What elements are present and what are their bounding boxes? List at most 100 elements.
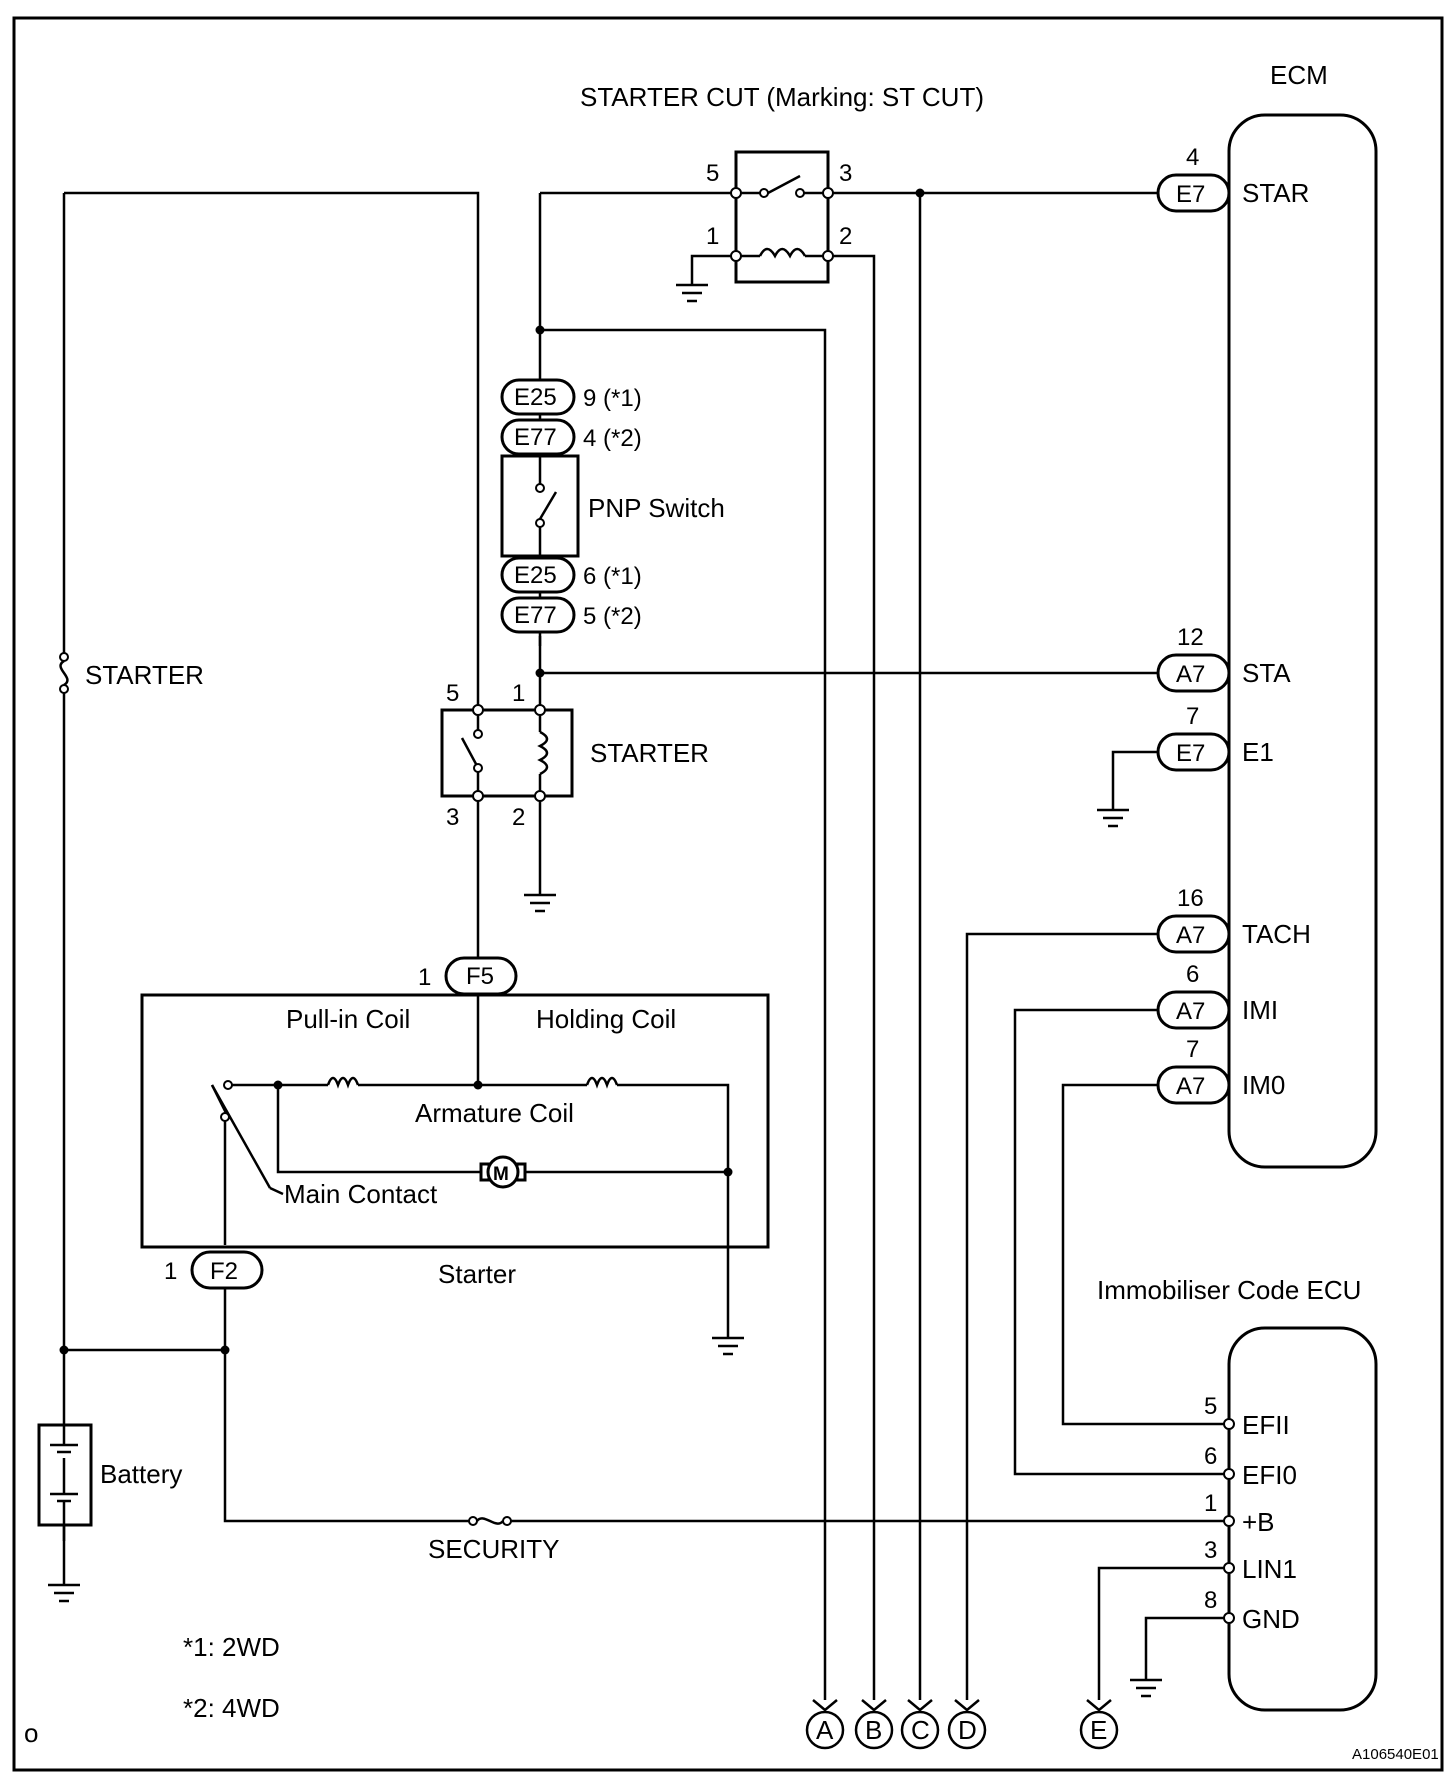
pnp-connector-e77-bottom: E77 5 (*2): [500, 596, 642, 634]
st-cut-pin1: 1: [706, 223, 719, 250]
svg-text:1: 1: [418, 964, 431, 991]
st-cut-pin2: 2: [839, 223, 852, 250]
starter-relay: 5 1 3 2 STARTER: [440, 680, 709, 831]
ecm-terminal-tach: A7 16 TACH: [1156, 885, 1311, 954]
offpage-e: E: [1079, 1699, 1119, 1750]
svg-text:IMI: IMI: [1242, 995, 1278, 1025]
st-cut-pin5: 5: [706, 160, 719, 187]
svg-text:E25: E25: [514, 384, 557, 411]
svg-text:A7: A7: [1176, 1073, 1205, 1100]
svg-text:7: 7: [1186, 1036, 1199, 1063]
svg-text:+B: +B: [1242, 1507, 1275, 1537]
svg-text:5 (*2): 5 (*2): [583, 603, 642, 630]
diagram-frame: [12, 16, 1444, 1772]
figure-id: A106540E01: [1352, 1746, 1439, 1763]
pnp-connector-e25-top: E25 9 (*1): [500, 378, 642, 416]
svg-text:4: 4: [1186, 144, 1199, 171]
svg-text:B: B: [865, 1715, 882, 1745]
svg-text:E77: E77: [514, 424, 557, 451]
offpage-b: B: [854, 1699, 894, 1750]
battery-label: Battery: [100, 1459, 182, 1489]
motor-symbol: M: [479, 1155, 527, 1189]
offpage-d: D: [947, 1699, 987, 1750]
svg-text:7: 7: [1186, 703, 1199, 730]
svg-text:16: 16: [1177, 885, 1204, 912]
svg-text:EFII: EFII: [1242, 1410, 1290, 1440]
svg-text:5: 5: [446, 680, 459, 707]
immobiliser-terminal-b: 1 +B: [1204, 1490, 1275, 1537]
starter-relay-label: STARTER: [590, 738, 709, 768]
ecm-label: ECM: [1270, 60, 1328, 90]
ecm-block: ECM E7 4 STAR A7 12 STA E7 7 E1 A7 16 TA…: [1156, 60, 1378, 1169]
svg-text:2: 2: [512, 804, 525, 831]
svg-text:F5: F5: [466, 963, 494, 990]
ecm-terminal-imo: A7 7 IM0: [1156, 1036, 1285, 1105]
immobiliser-terminal-efio: 6 EFI0: [1204, 1443, 1297, 1490]
svg-text:A: A: [816, 1715, 834, 1745]
pull-in-coil-label: Pull-in Coil: [286, 1004, 410, 1034]
security-fuse: SECURITY: [428, 1516, 559, 1564]
svg-text:1: 1: [512, 680, 525, 707]
immobiliser-label: Immobiliser Code ECU: [1097, 1275, 1361, 1305]
main-contact-label: Main Contact: [284, 1179, 438, 1209]
st-cut-pin3: 3: [839, 160, 852, 187]
wiring: [62, 191, 1229, 1700]
offpage-a: A: [805, 1699, 845, 1750]
footnote-4wd: *2: 4WD: [183, 1693, 280, 1723]
connector-f2: F2 1: [164, 1250, 264, 1290]
svg-text:C: C: [911, 1715, 930, 1745]
security-label: SECURITY: [428, 1534, 559, 1564]
immobiliser-ecu-block: Immobiliser Code ECU 5 EFII 6 EFI0 1 +B …: [1097, 1275, 1378, 1712]
pnp-connector-e25-bottom: E25 6 (*1): [500, 556, 642, 594]
ecm-terminal-star: E7 4 STAR: [1156, 144, 1309, 213]
immobiliser-terminal-efii: 5 EFII: [1204, 1393, 1290, 1440]
offpage-c: C: [900, 1699, 940, 1750]
battery: Battery: [37, 1423, 182, 1527]
svg-text:1: 1: [1204, 1490, 1217, 1517]
starter-fuse-label: STARTER: [85, 660, 204, 690]
svg-text:E7: E7: [1176, 740, 1205, 767]
svg-text:E: E: [1090, 1715, 1107, 1745]
svg-text:12: 12: [1177, 624, 1204, 651]
svg-text:M: M: [493, 1164, 509, 1185]
connector-f5: F5 1: [418, 956, 518, 996]
svg-text:3: 3: [1204, 1537, 1217, 1564]
starter-fuse: STARTER: [56, 652, 204, 694]
svg-text:6: 6: [1204, 1443, 1217, 1470]
ecm-terminal-e1: E7 7 E1: [1156, 703, 1274, 772]
svg-text:5: 5: [1204, 1393, 1217, 1420]
svg-text:3: 3: [446, 804, 459, 831]
svg-text:4 (*2): 4 (*2): [583, 425, 642, 452]
st-cut-relay-label: STARTER CUT (Marking: ST CUT): [580, 82, 984, 112]
svg-text:A7: A7: [1176, 661, 1205, 688]
pnp-switch-label: PNP Switch: [588, 493, 725, 523]
ground-symbols: [48, 283, 1162, 1698]
svg-text:9 (*1): 9 (*1): [583, 385, 642, 412]
svg-text:STAR: STAR: [1242, 178, 1309, 208]
corner-mark: o: [24, 1718, 38, 1748]
immobiliser-terminal-gnd: 8 GND: [1204, 1587, 1300, 1634]
svg-text:TACH: TACH: [1242, 919, 1311, 949]
holding-coil-label: Holding Coil: [536, 1004, 676, 1034]
svg-text:STA: STA: [1242, 658, 1291, 688]
svg-text:D: D: [958, 1715, 977, 1745]
svg-text:E25: E25: [514, 562, 557, 589]
svg-text:E77: E77: [514, 602, 557, 629]
pnp-switch: PNP Switch: [500, 454, 725, 558]
ecm-terminal-sta: A7 12 STA: [1156, 624, 1291, 693]
offpage-connectors: A B C D E: [805, 1699, 1119, 1750]
svg-text:GND: GND: [1242, 1604, 1300, 1634]
starter-label: Starter: [438, 1259, 516, 1289]
svg-text:6 (*1): 6 (*1): [583, 563, 642, 590]
svg-text:A7: A7: [1176, 922, 1205, 949]
svg-text:A7: A7: [1176, 998, 1205, 1025]
svg-text:1: 1: [164, 1258, 177, 1285]
ecm-terminal-imi: A7 6 IMI: [1156, 961, 1278, 1030]
svg-text:F2: F2: [210, 1258, 238, 1285]
pnp-connector-e77-top: E77 4 (*2): [500, 418, 642, 456]
starter-assembly: F5 1 F2 1 M Pull-in Coil Holding Coil Ar…: [140, 956, 770, 1290]
svg-text:EFI0: EFI0: [1242, 1460, 1297, 1490]
junction-dots: [59, 188, 925, 1355]
armature-coil-label: Armature Coil: [415, 1098, 574, 1128]
